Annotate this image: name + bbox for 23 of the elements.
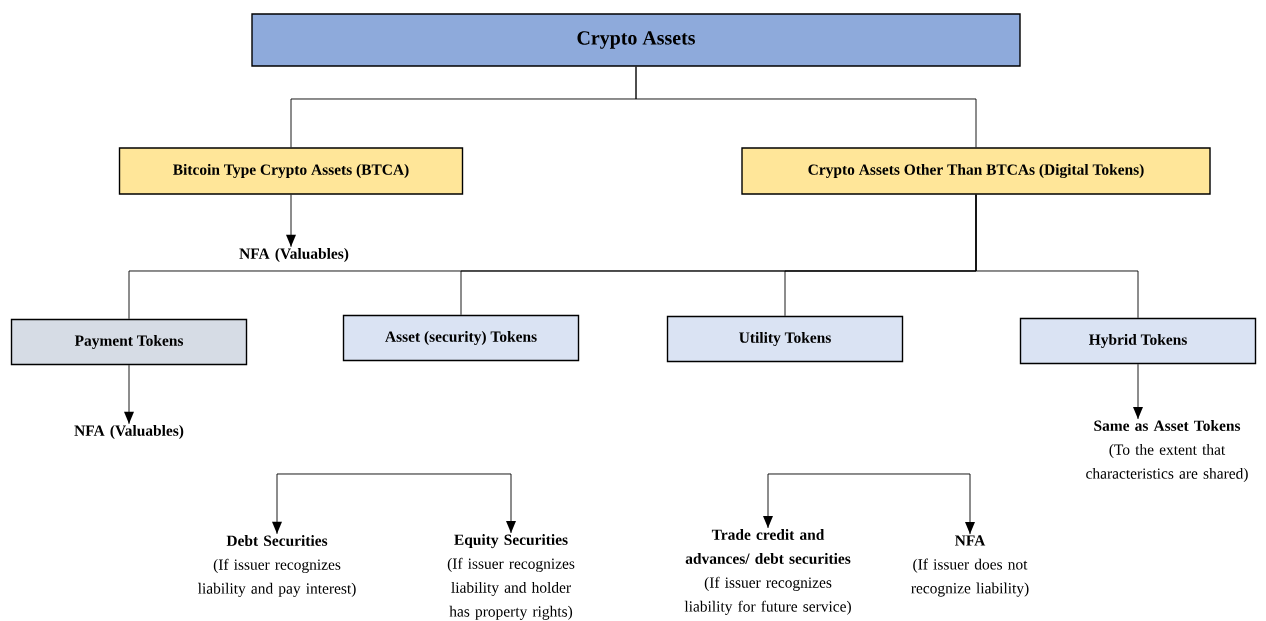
outcome-text: Same as Asset Tokens (To the extent that characteristics are shared) [1086,420,1248,482]
connector-line [975,194,1139,319]
arrow [124,364,134,425]
outcome-text: NFA (Valuables) [239,248,349,262]
outcome-text: Debt Securities (If issuer recognizes liability and pay interest) [198,535,356,597]
category-box: Crypto Assets Other Than BTCAs (Digital Tokens) [741,147,1211,195]
outcome-text: NFA (If issuer does not recognize liability) [911,535,1029,597]
token-box: Utility Tokens [666,315,904,363]
arrow [385,473,516,534]
arrow [286,194,296,248]
outcome-text: Trade credit and advances/ debt securities (If issuer recognizes liability for future service) [684,529,851,615]
category-box: Bitcoin Type Crypto Assets (BTCA) [118,147,464,195]
token-box: Hybrid Tokens [1019,317,1257,365]
outcome-text: Equity Securities (If issuer recognizes liability and holder has property rights) [447,534,575,620]
title-box: Crypto Assets [251,13,1021,67]
arrow [862,473,975,535]
connector-line [635,66,977,148]
outcome-text: NFA (Valuables) [74,425,184,439]
token-box: Payment Tokens [10,318,248,366]
arrow [272,473,387,535]
arrow [763,473,864,529]
token-box: Asset (security) Tokens [342,314,580,362]
arrow [1133,363,1143,420]
